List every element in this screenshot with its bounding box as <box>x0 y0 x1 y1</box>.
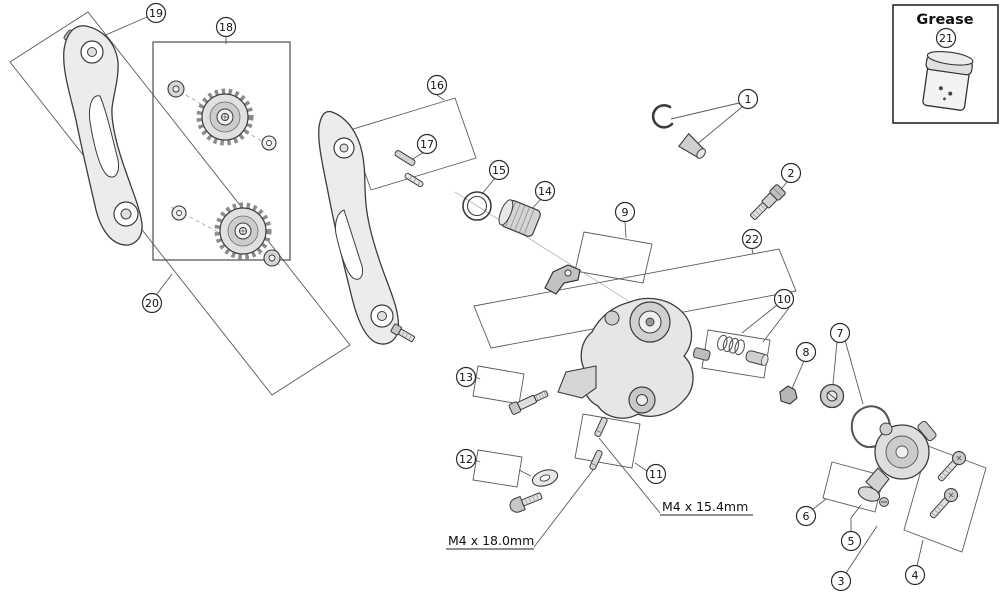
svg-text:6: 6 <box>803 510 810 523</box>
pulley-bolt-lower <box>263 249 281 267</box>
svg-text:20: 20 <box>145 297 159 310</box>
cover-screw-lower <box>929 488 959 519</box>
callout-12: 12 <box>455 448 477 470</box>
ratchet-pawl <box>779 385 798 405</box>
svg-text:7: 7 <box>837 327 844 340</box>
snap-ring <box>462 191 492 221</box>
svg-text:3: 3 <box>838 575 845 588</box>
svg-text:13: 13 <box>459 371 473 384</box>
callout-4: 4 <box>904 564 926 586</box>
pulley-lower <box>214 202 272 260</box>
callout-9: 9 <box>614 201 636 223</box>
svg-text:21: 21 <box>939 32 953 45</box>
svg-text:15: 15 <box>492 164 506 177</box>
callout-5: 5 <box>840 530 862 552</box>
callout-14: 14 <box>534 180 556 202</box>
grease-tub-icon <box>922 50 974 111</box>
pulley-bolt-upper <box>167 80 185 98</box>
callout-13: 13 <box>455 366 477 388</box>
svg-text:19: 19 <box>149 7 163 20</box>
tension-knob <box>819 383 845 409</box>
pulley-group-box-18 <box>152 41 291 261</box>
callout-22: 22 <box>741 228 763 250</box>
pulley-upper <box>196 88 254 146</box>
cage-lock-lever <box>544 264 581 295</box>
grease-legend: Grease <box>892 4 999 124</box>
group-outline-11 <box>574 413 641 469</box>
spring-bushing <box>745 350 769 366</box>
pulley-washer-lower <box>171 205 187 221</box>
inner-cage-plate <box>318 110 400 345</box>
svg-text:17: 17 <box>420 138 434 151</box>
svg-text:18: 18 <box>219 21 233 34</box>
callout-19: 19 <box>145 2 167 24</box>
group-outline-13 <box>472 365 525 405</box>
cage-adjust-cap <box>498 199 541 237</box>
svg-text:10: 10 <box>777 293 791 306</box>
snap-clip <box>651 104 674 129</box>
svg-text:14: 14 <box>538 185 552 198</box>
bracket-cone <box>678 132 706 159</box>
callout-8: 8 <box>795 341 817 363</box>
bracket-axle-bolt <box>750 184 786 220</box>
spring-roll-pin <box>404 172 424 188</box>
callout-17: 17 <box>416 133 438 155</box>
callouts: 1 2 3 4 5 6 7 8 9 10 11 12 13 14 15 16 1… <box>141 2 957 592</box>
callout-1: 1 <box>737 88 759 110</box>
group-outline-9 <box>574 231 653 284</box>
svg-text:1: 1 <box>745 93 752 106</box>
group-outline-22 <box>473 248 797 349</box>
clamp-screw <box>879 497 889 507</box>
callout-11: 11 <box>645 463 667 485</box>
svg-text:22: 22 <box>745 233 759 246</box>
derailleur-body <box>557 297 711 419</box>
callout-16: 16 <box>426 74 448 96</box>
callout-7: 7 <box>829 322 851 344</box>
callout-6: 6 <box>795 505 817 527</box>
tension-spring <box>716 334 746 356</box>
pulley-washer-upper <box>261 135 277 151</box>
adjust-screw-lower <box>589 449 603 471</box>
mount-washer <box>531 469 559 487</box>
callout-3: 3 <box>830 570 852 592</box>
group-outline-4 <box>903 445 987 553</box>
svg-text:4: 4 <box>912 569 919 582</box>
svg-text:8: 8 <box>803 346 810 359</box>
callout-15: 15 <box>488 159 510 181</box>
svg-text:11: 11 <box>649 468 663 481</box>
clamp-plate <box>857 486 881 502</box>
m4-18-0-label: M4 x 18.0mm <box>448 533 534 548</box>
outer-cage-plate <box>63 25 143 246</box>
pulley-axle-pin <box>394 150 416 166</box>
m4-15-4-label: M4 x 15.4mm <box>662 499 748 514</box>
callout-20: 20 <box>141 292 163 314</box>
cover-screw-upper <box>937 451 967 482</box>
svg-text:5: 5 <box>848 535 855 548</box>
svg-text:16: 16 <box>430 79 444 92</box>
group-outlines <box>9 11 987 553</box>
callout-2: 2 <box>780 162 802 184</box>
callout-21: 21 <box>935 27 957 49</box>
group-outline-12 <box>472 449 523 488</box>
mount-screw <box>509 492 543 513</box>
group-outline-6 <box>822 461 885 513</box>
callout-10: 10 <box>773 288 795 310</box>
cage-fixing-bolt <box>508 390 549 415</box>
callout-18: 18 <box>215 16 237 38</box>
cage-stop-bolt <box>390 323 415 343</box>
cable-unit-cover <box>865 420 937 494</box>
group-outline-20 <box>9 11 351 396</box>
svg-text:12: 12 <box>459 453 473 466</box>
grease-label: Grease <box>916 12 973 28</box>
svg-text:2: 2 <box>788 167 795 180</box>
svg-text:9: 9 <box>622 206 629 219</box>
adjust-screw-upper <box>594 416 608 438</box>
